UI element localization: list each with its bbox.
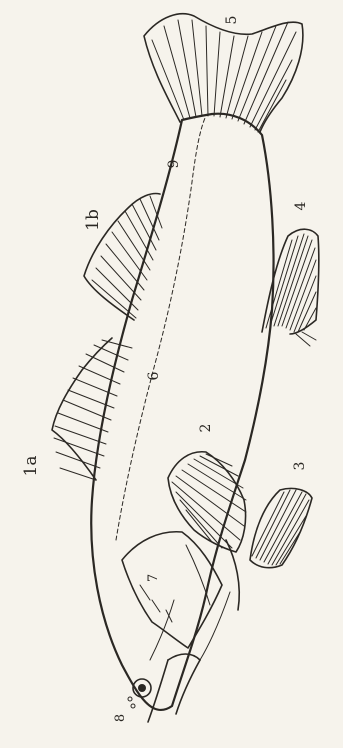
label-pectoral-fin: 2	[198, 424, 214, 433]
nostril-pore-2	[131, 704, 135, 708]
pectoral-fin	[168, 452, 246, 552]
label-lateral-line: 6	[146, 371, 162, 380]
label-caudal-peduncle: 9	[166, 160, 182, 169]
label-spiny-dorsal-fin: 1a	[21, 456, 41, 477]
jaw-hinge	[168, 654, 200, 660]
label-operculum: 7	[146, 574, 161, 582]
label-caudal-fin: 5	[224, 16, 240, 25]
nostril-pore-1	[128, 697, 132, 701]
label-anal-fin: 4	[293, 201, 309, 210]
mouth-lower-jaw	[176, 660, 200, 714]
eye-pupil	[138, 684, 146, 692]
label-pelvic-fin: 3	[292, 462, 308, 471]
label-soft-dorsal-fin: 1b	[83, 209, 103, 231]
fish-body-outline	[91, 114, 273, 710]
operculum-spine	[140, 585, 172, 622]
spiny-dorsal-fin	[52, 338, 132, 480]
label-nostril: 8	[113, 714, 128, 722]
pelvic-fin	[250, 488, 312, 567]
